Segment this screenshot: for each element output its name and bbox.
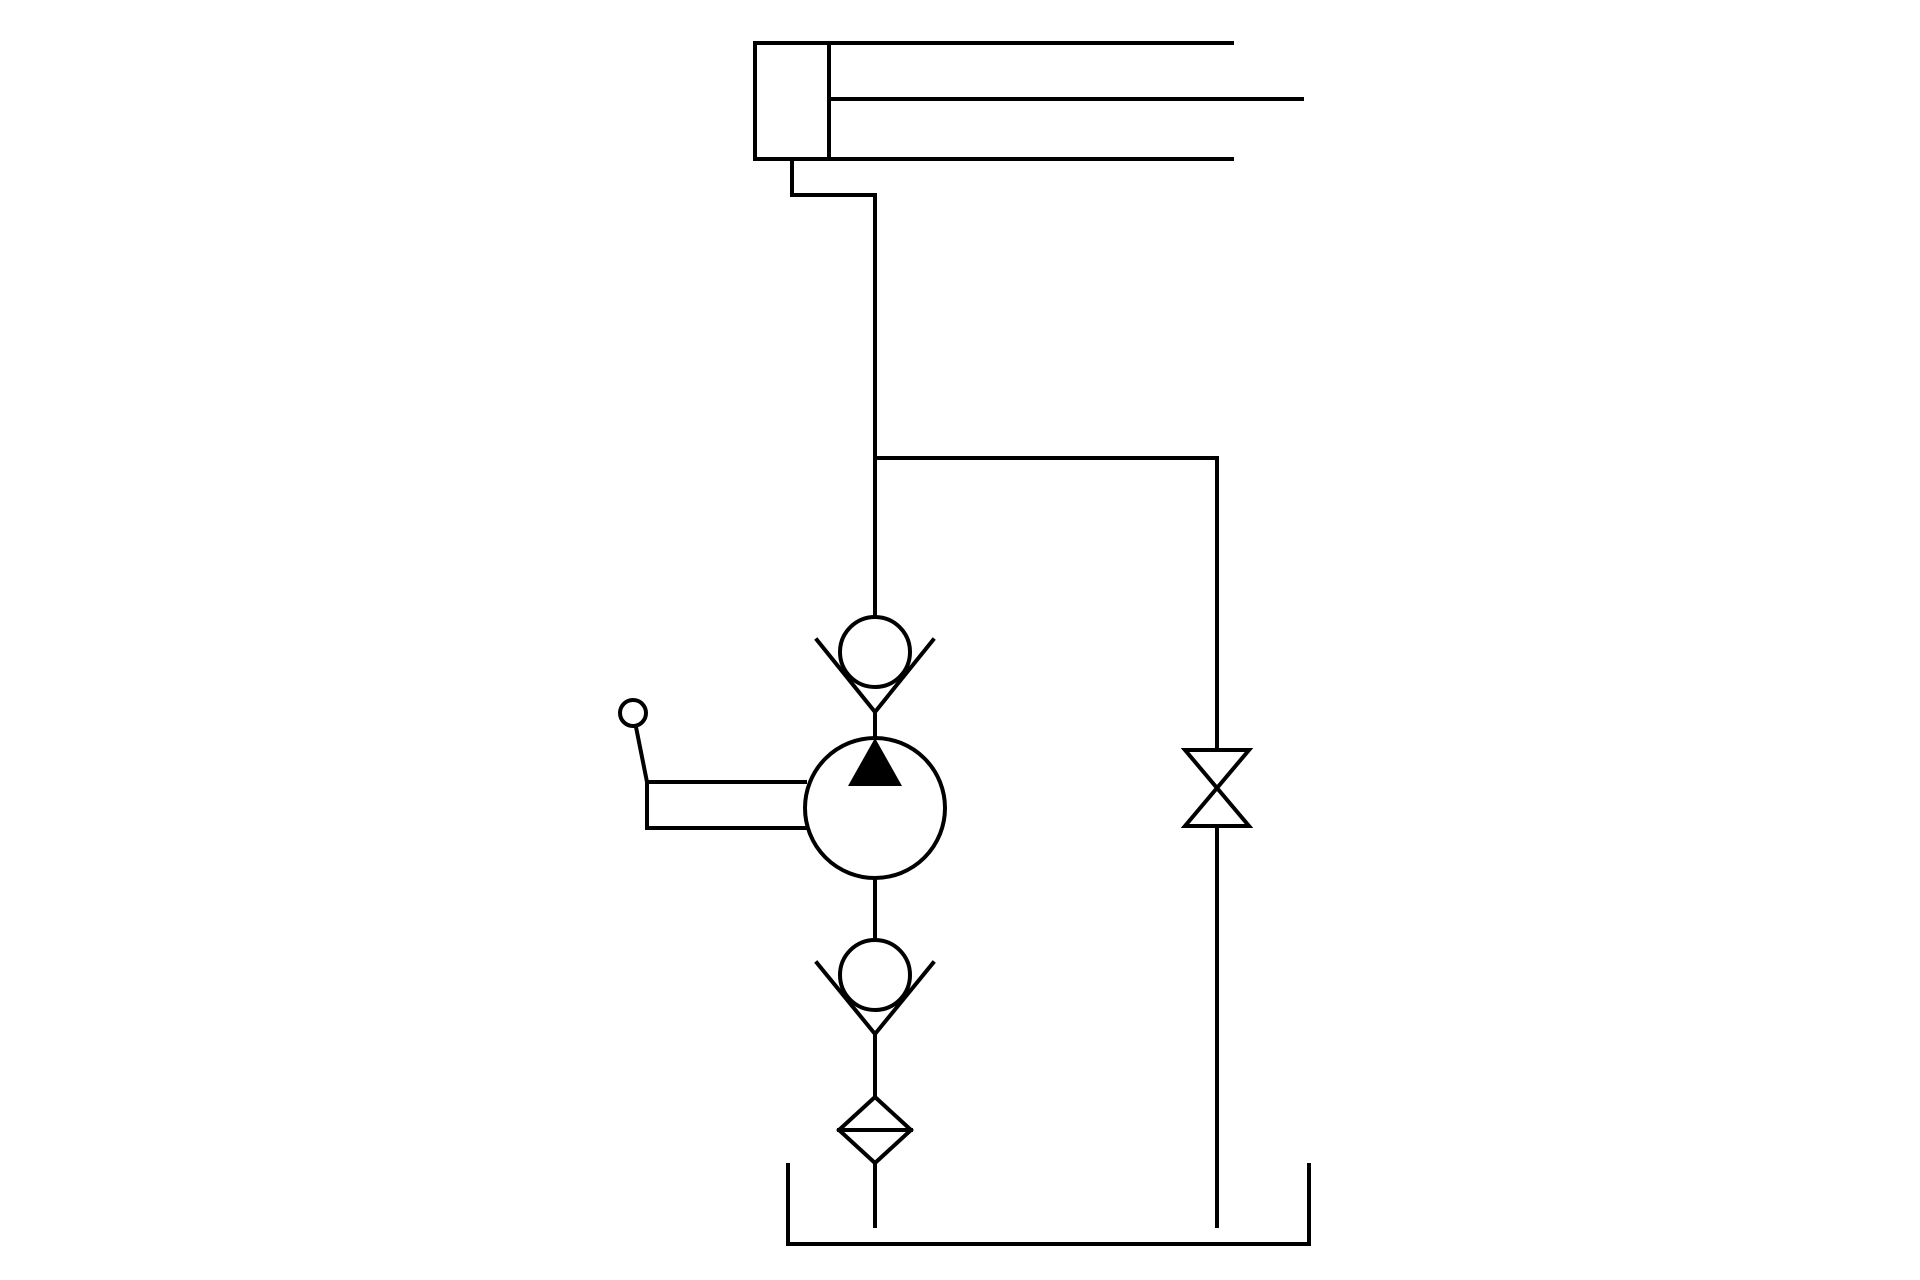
hand-lever-icon (618, 698, 807, 830)
inlet-check-seat (814, 960, 936, 1038)
tank-icon (786, 1163, 1311, 1246)
pump-direction-arrow (848, 738, 902, 786)
cylinder-cap-block (753, 41, 831, 161)
hydraulic-cylinder-icon (753, 41, 1304, 161)
outlet-check-ball (838, 615, 912, 689)
release-valve-body (1180, 748, 1254, 828)
cylinder-port-line (790, 157, 877, 620)
lever-knob (618, 698, 648, 728)
shutoff-valve-icon (1180, 748, 1254, 828)
filter-icon (836, 1094, 914, 1166)
reservoir-outline (786, 1163, 1311, 1246)
outlet-check-valve-icon (814, 615, 936, 740)
pressure-line (790, 157, 1219, 1228)
lever-arm (645, 780, 807, 830)
inlet-check-valve-icon (814, 938, 936, 1038)
hydraulic-pump-icon (803, 736, 947, 880)
filter-body (836, 1094, 914, 1166)
inlet-check-ball (838, 938, 912, 1012)
lever-handle (633, 724, 650, 785)
